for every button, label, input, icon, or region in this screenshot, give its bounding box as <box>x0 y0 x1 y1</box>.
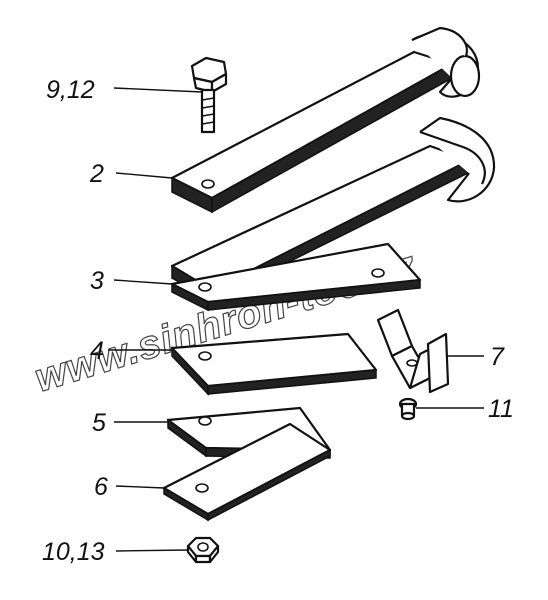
bracket <box>376 308 450 394</box>
callout-screw: 11 <box>488 395 514 423</box>
leader-leaf-6 <box>115 485 165 489</box>
callout-leaf-4: 4 <box>90 337 104 365</box>
nut <box>186 536 220 564</box>
callout-bracket: 7 <box>490 343 505 371</box>
main-leaf <box>170 26 481 214</box>
callout-main-leaf: 2 <box>89 160 104 188</box>
callout-leaf-3: 3 <box>90 267 104 295</box>
leader-nut <box>115 549 189 552</box>
bolt <box>190 56 228 134</box>
leaf-3 <box>170 242 422 312</box>
screw <box>398 397 418 421</box>
callout-leaf-6: 6 <box>94 473 108 501</box>
leaf-4 <box>170 332 378 396</box>
callout-leaf-5: 5 <box>92 409 106 437</box>
leaf-6 <box>162 422 332 522</box>
callout-bolt: 9,12 <box>46 76 95 104</box>
leader-main-leaf <box>115 172 173 179</box>
leader-leaf-3 <box>113 279 173 285</box>
callout-nut: 10,13 <box>42 538 105 566</box>
leader-bolt <box>113 87 203 93</box>
